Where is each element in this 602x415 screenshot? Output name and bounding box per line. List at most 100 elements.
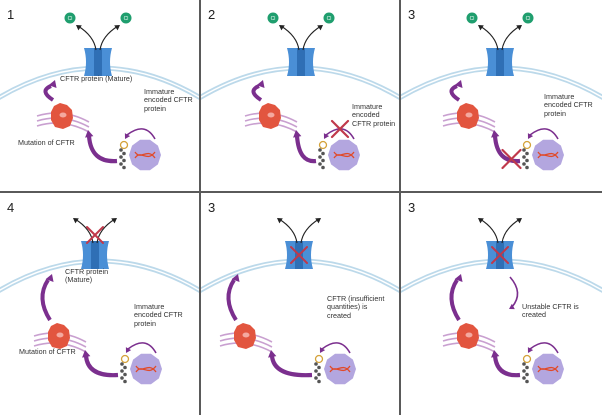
label-immature-protein: Immature encoded CFTR protein	[352, 102, 396, 128]
trafficking-arrow-icon	[251, 80, 265, 102]
svg-text:Cl: Cl	[271, 16, 276, 22]
arrow-head-icon	[277, 218, 283, 224]
label-unstable-cftr: Unstable CFTR is created	[522, 302, 579, 320]
cftr-protein-blob-icon	[51, 103, 73, 129]
panel-number: 3	[208, 200, 216, 215]
panel-number: 1	[7, 7, 15, 22]
label-mutation: Mutation of CFTR	[19, 347, 76, 356]
arrow-head-icon	[48, 80, 57, 89]
folding-arrow-icon	[293, 130, 317, 164]
cftr-protein-blob-icon	[234, 323, 256, 349]
trafficking-arrow-icon	[226, 274, 240, 322]
arrow-head-icon	[527, 133, 534, 139]
translation-arrow-icon	[527, 342, 559, 354]
arrow-head-icon	[268, 350, 277, 358]
arrow-head-icon	[114, 25, 120, 31]
cftr-channel-icon	[84, 48, 112, 76]
blocked-production-cross-icon	[330, 119, 350, 139]
translation-arrow-icon	[323, 128, 355, 140]
arrow-head-icon	[454, 80, 463, 89]
folding-arrow-icon	[491, 350, 521, 378]
arrow-head-icon	[454, 274, 463, 283]
translation-arrow-icon	[527, 128, 559, 140]
ribosome-chain-icon	[318, 140, 328, 170]
chloride-efflux-arrows	[478, 218, 522, 244]
arrow-head-icon	[315, 218, 321, 224]
divider-horizontal	[0, 191, 602, 193]
translation-arrow-icon	[125, 342, 157, 354]
arrow-head-icon	[478, 218, 484, 224]
folding-arrow-icon	[268, 350, 313, 378]
arrow-head-icon	[256, 80, 265, 89]
arrow-head-icon	[125, 347, 132, 353]
label-immature-protein: Immature encoded CFTR protein	[544, 92, 593, 118]
translation-arrow-icon	[319, 342, 351, 354]
label-immature-protein: Immature encoded CFTR protein	[144, 87, 193, 113]
panel-number: 4	[7, 200, 15, 215]
cftr-protein-blob-icon	[48, 323, 70, 349]
arrow-head-icon	[82, 350, 91, 358]
blocked-channel-cross-icon	[290, 246, 308, 264]
chloride-efflux-arrows	[73, 218, 117, 244]
panel-number: 2	[208, 7, 216, 22]
cftr-channel-icon	[486, 48, 514, 76]
panel-2: Cl Cl 2 Immature encoded CFTR protein	[201, 0, 399, 191]
ribosome-chain-icon	[522, 140, 532, 170]
panel-4: 4 CFTR protein (Mature) Immature encoded…	[0, 193, 199, 415]
cftr-protein-blob-icon	[259, 103, 281, 129]
arrow-head-icon	[317, 25, 323, 31]
divider-vertical-2	[399, 0, 401, 415]
degradation-arrow-icon	[509, 276, 519, 310]
blocked-channel-cross-icon	[491, 246, 509, 264]
arrow-head-icon	[293, 130, 302, 138]
arrow-head-icon	[231, 274, 240, 283]
arrow-head-icon	[279, 25, 285, 31]
arrow-head-icon	[478, 25, 484, 31]
ribosome-chain-icon	[120, 354, 130, 384]
trafficking-arrow-icon	[40, 274, 54, 322]
folding-arrow-icon	[491, 130, 521, 164]
blocked-efflux-cross-icon	[86, 226, 104, 244]
arrow-head-icon	[124, 133, 131, 139]
panel-5: 3 CFTR (insufficient quantities) is crea…	[201, 193, 399, 415]
svg-text:Cl: Cl	[526, 16, 531, 22]
panel-2-art: Cl Cl	[201, 12, 399, 171]
blocked-transport-cross-icon	[501, 148, 522, 170]
arrow-head-icon	[76, 25, 82, 31]
chloride-efflux-arrows	[279, 25, 323, 51]
arrow-head-icon	[516, 25, 522, 31]
arrow-head-icon	[491, 130, 500, 138]
arrow-head-icon	[73, 218, 79, 224]
panel-number: 3	[408, 7, 416, 22]
nucleus-icon	[129, 139, 161, 171]
nucleus-icon	[532, 139, 564, 171]
panel-number: 3	[408, 200, 416, 215]
folding-arrow-icon	[85, 130, 118, 164]
svg-text:Cl: Cl	[68, 16, 73, 22]
panel-6: 3 Unstable CFTR is created	[401, 193, 602, 415]
chloride-efflux-arrows	[76, 25, 120, 51]
cftr-channel-icon	[287, 48, 315, 76]
folding-arrow-icon	[82, 350, 119, 378]
label-insufficient-cftr: CFTR (insufficient quantities) is create…	[327, 294, 385, 320]
arrow-head-icon	[516, 218, 522, 224]
chloride-ion-icon: Cl	[64, 12, 76, 24]
arrow-head-icon	[85, 130, 94, 138]
cftr-protein-blob-icon	[457, 103, 479, 129]
svg-text:Cl: Cl	[327, 16, 332, 22]
arrow-head-icon	[45, 274, 54, 283]
ribosome-chain-icon	[314, 354, 324, 384]
arrow-head-icon	[323, 133, 330, 139]
translation-arrow-icon	[124, 128, 156, 140]
panel-4-art	[0, 218, 199, 385]
label-cftr-mature: CFTR protein (Mature)	[60, 74, 133, 83]
chloride-ion-icon: Cl	[267, 12, 279, 24]
nucleus-icon	[532, 353, 564, 385]
chloride-efflux-arrows	[478, 25, 522, 51]
chloride-ion-icon: Cl	[323, 12, 335, 24]
divider-vertical-1	[199, 0, 201, 415]
